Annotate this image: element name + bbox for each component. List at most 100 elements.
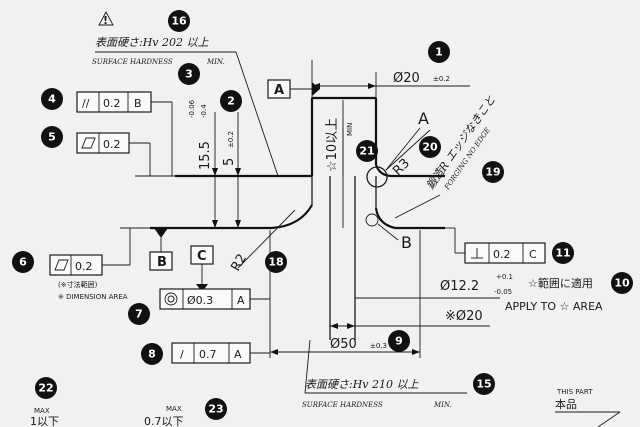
marker-15: 15 xyxy=(473,373,495,395)
coaxial-icon xyxy=(164,292,178,306)
marker-23: 23 xyxy=(205,398,227,420)
note-dimension-area-en: ※ DIMENSION AREA xyxy=(58,293,128,301)
svg-text:5: 5 xyxy=(48,131,56,144)
surface-hardness-top-min: MIN. xyxy=(206,58,225,66)
svg-text:20: 20 xyxy=(422,141,438,154)
dim-d20: Ø20 xyxy=(393,71,420,86)
svg-text:2: 2 xyxy=(227,95,235,108)
fcf-coaxial-datum: A xyxy=(237,294,245,307)
svg-text:4: 4 xyxy=(48,93,56,106)
marker-18: 18 xyxy=(265,251,287,273)
surface-hardness-bottom-jp: 表面硬さ:Hv 210 以上 xyxy=(305,378,420,391)
marker-5: 5 xyxy=(41,126,63,148)
bottom-val-b: 0.7以下 xyxy=(144,415,184,427)
dim-r2: R2 xyxy=(228,252,250,274)
fcf-coaxiality: Ø0.3 A xyxy=(159,288,270,310)
fcf-coaxial-value: Ø0.3 xyxy=(187,294,213,307)
datum-a-label: A xyxy=(418,109,429,128)
bottom-max-a: MAX xyxy=(34,407,50,415)
fcf-perp-datum: C xyxy=(529,248,537,261)
datum-a: A A xyxy=(267,79,429,171)
diameter-dimensions: Ø20 ±0.2 Ø50 ±0.3 ※Ø20 Ø12.2 +0.1 -0.05 … xyxy=(270,71,603,355)
svg-text:3: 3 xyxy=(185,68,193,81)
bottom-val-a: 1以下 xyxy=(30,415,59,427)
marker-3: 3 xyxy=(178,63,200,85)
surface-hardness-bottom-min: MIN. xyxy=(433,401,452,409)
marker-20: 20 xyxy=(419,136,441,158)
marker-10: 10 xyxy=(611,272,633,294)
dim-10-min: ☆10以上 xyxy=(325,118,340,172)
marker-22: 22 xyxy=(35,377,57,399)
flatness-area-icon xyxy=(54,259,69,271)
dim-15-5: 15.5 xyxy=(198,141,213,170)
marker-4: 4 xyxy=(41,88,63,110)
datum-a-box: A xyxy=(274,83,284,98)
fcf-parallel-datum: B xyxy=(134,97,142,110)
svg-text:1: 1 xyxy=(435,46,443,59)
fcf-runout-datum: A xyxy=(234,348,242,361)
dim-d20-tol: ±0.2 xyxy=(433,75,450,83)
fcf-perpendicularity: 0.2 C xyxy=(445,227,546,264)
svg-text:8: 8 xyxy=(148,348,156,361)
fcf-runout-value: 0.7 xyxy=(199,348,217,361)
marker-8: 8 xyxy=(141,343,163,365)
marker-16: 16 xyxy=(168,10,190,32)
bottom-notes: MAX 1以下 MAX 0.7以下 THIS PART 本品 xyxy=(30,388,621,427)
surface-hardness-bottom-en: SURFACE HARDNESS xyxy=(302,401,383,409)
surface-hardness-bottom: 表面硬さ:Hv 210 以上 SURFACE HARDNESS MIN. xyxy=(302,339,467,409)
dim-d12-lower: -0.05 xyxy=(494,288,512,296)
dim-15-5-lower: -0.4 xyxy=(200,104,208,118)
fcf-runout: / 0.7 A xyxy=(171,342,270,364)
svg-text:11: 11 xyxy=(555,247,570,260)
radius-dimensions: R3 R2 鍛造R エッジなきこと FORGING NO EDGE xyxy=(228,94,498,274)
svg-text:19: 19 xyxy=(485,166,500,179)
vertical-dimensions: 15.5 -0.06 -0.4 5 ±0.2 ☆10以上 MIN xyxy=(188,99,354,228)
dim-10-min-label: MIN xyxy=(346,123,354,136)
datum-b-label: B xyxy=(401,233,412,252)
svg-text:18: 18 xyxy=(268,256,283,269)
dim-d50: Ø50 xyxy=(330,337,357,352)
marker-19: 19 xyxy=(482,161,504,183)
dim-15-5-upper: -0.06 xyxy=(188,99,196,118)
svg-text:16: 16 xyxy=(171,15,187,28)
svg-text:22: 22 xyxy=(38,382,53,395)
svg-text:10: 10 xyxy=(614,277,630,290)
marker-9: 9 xyxy=(388,330,410,352)
warning-icon: ! xyxy=(103,14,108,27)
svg-text:23: 23 xyxy=(208,403,223,416)
fcf-flatness-value: 0.2 xyxy=(103,138,121,151)
dim-d12: Ø12.2 xyxy=(440,279,479,294)
note-range: ☆範囲に適用 xyxy=(528,276,593,290)
marker-21: 21 xyxy=(356,140,378,162)
dim-ref-d20: ※Ø20 xyxy=(445,309,483,324)
datum-c: C xyxy=(190,245,214,292)
svg-text:9: 9 xyxy=(395,335,403,348)
dim-5-tol: ±0.2 xyxy=(227,131,235,148)
surface-hardness-top: ! 表面硬さ:Hv 202 以上 SURFACE HARDNESS MIN. xyxy=(92,11,279,177)
marker-2: 2 xyxy=(220,90,242,112)
this-part-jp: 本品 xyxy=(555,397,577,411)
fcf-perp-value: 0.2 xyxy=(493,248,511,261)
marker-6: 6 xyxy=(12,251,34,273)
fcf-flatness: 0.2 xyxy=(76,132,151,176)
fcf-parallelism: // 0.2 B xyxy=(76,91,173,176)
fcf-flatness-area-value: 0.2 xyxy=(75,260,93,273)
dim-d12-upper: +0.1 xyxy=(496,273,513,281)
surface-hardness-top-en: SURFACE HARDNESS xyxy=(92,58,173,66)
svg-text:6: 6 xyxy=(19,256,27,269)
svg-text:15: 15 xyxy=(476,378,491,391)
svg-text:21: 21 xyxy=(359,145,374,158)
datum-c-box: C xyxy=(197,249,207,264)
marker-11: 11 xyxy=(552,242,574,264)
marker-7: 7 xyxy=(128,303,150,325)
datum-b: B B xyxy=(149,223,412,271)
surface-hardness-top-jp: 表面硬さ:Hv 202 以上 xyxy=(95,36,210,49)
svg-text:7: 7 xyxy=(135,308,143,321)
note-apply-to: APPLY TO ☆ AREA xyxy=(505,300,603,313)
this-part-en: THIS PART xyxy=(556,388,593,396)
fcf-flatness-area: 0.2 (※寸法範囲) ※ DIMENSION AREA xyxy=(49,228,131,301)
runout-icon: / xyxy=(180,348,184,361)
fcf-parallel-value: 0.2 xyxy=(103,97,121,110)
dim-d50-tol: ±0.3 xyxy=(370,342,387,350)
